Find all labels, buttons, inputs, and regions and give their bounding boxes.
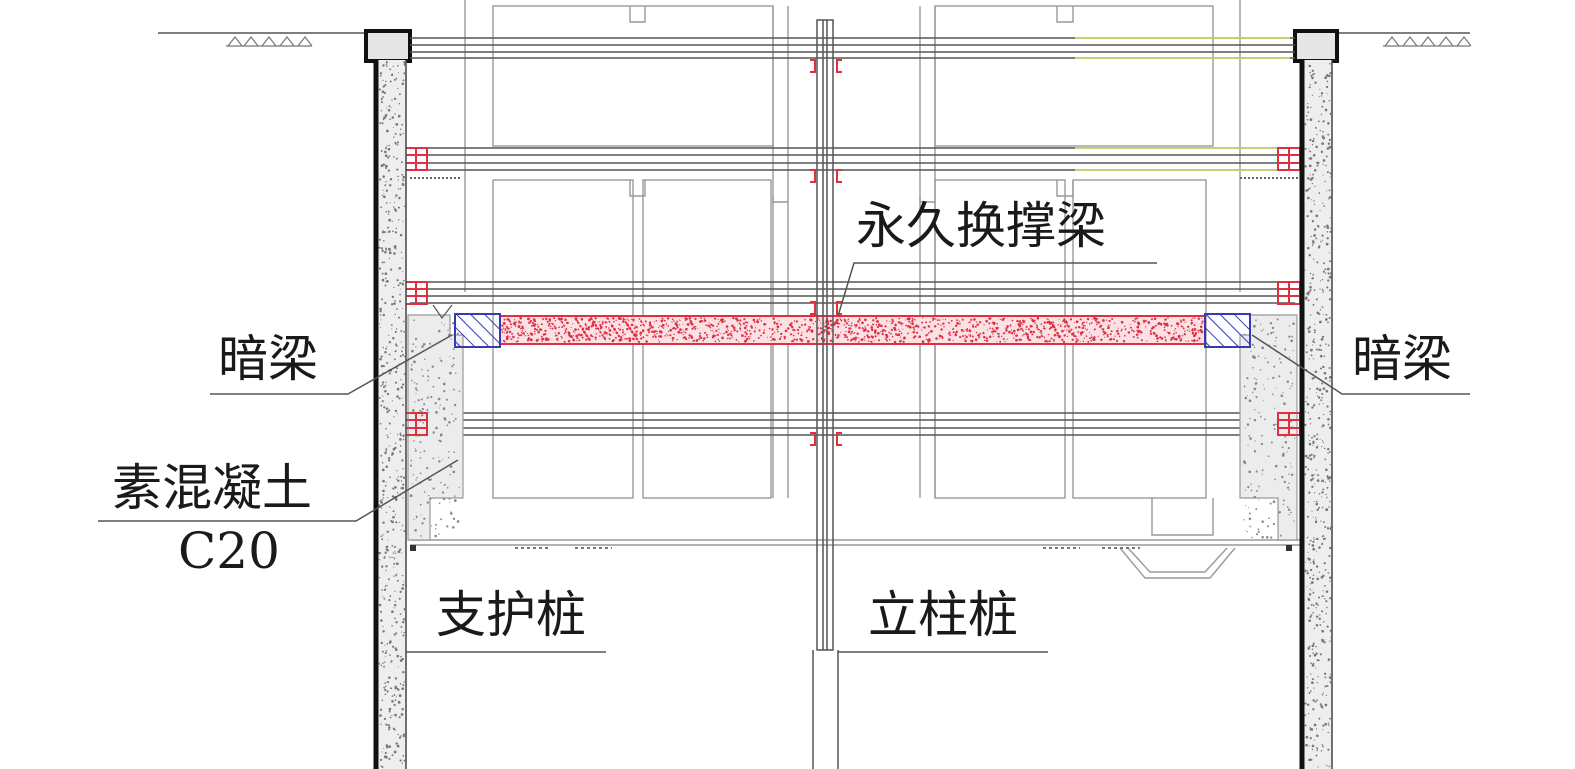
strut-level-1-yellow [1075,37,1290,59]
leader-permanent-strut-beam [837,262,1157,317]
soil-symbol-left [226,36,313,47]
strut-level-3 [410,281,1295,304]
plain-concrete-block-left [407,314,464,541]
crown-beam-right [1293,29,1339,63]
label-column-pile: 立柱桩 [868,586,1018,644]
leader-lines [98,262,1470,653]
strut-level-2-yellow [1075,147,1280,171]
leader-plain-concrete [98,459,459,522]
column-connectors [810,59,842,446]
retaining-pile-left [373,60,407,769]
label-hidden-beam-right: 暗梁 [1352,330,1452,388]
soil-symbol-right [1383,36,1472,47]
crown-beam-left [364,29,412,63]
base-corner-right [1286,545,1292,551]
column-pile [812,19,839,769]
strut-level-1 [410,37,1295,59]
hidden-beam-right [1204,313,1251,348]
strut-level-2 [410,147,1295,171]
retaining-pile-right [1299,60,1333,769]
label-hidden-beam-left: 暗梁 [218,330,318,388]
base-corner-left [410,545,416,551]
hidden-beam-left [454,313,501,348]
label-permanent-strut-beam: 永久换撑梁 [856,197,1106,255]
strut-level-4 [410,412,1295,436]
wedge-mark [432,304,453,320]
building-structure [410,0,1300,579]
leader-hidden-beam-right [1251,334,1470,395]
label-retaining-pile: 支护桩 [436,586,586,644]
label-plain-concrete: 素混凝土 [112,459,312,517]
leader-hidden-beam-left [210,334,453,395]
label-concrete-grade: C20 [178,522,280,580]
